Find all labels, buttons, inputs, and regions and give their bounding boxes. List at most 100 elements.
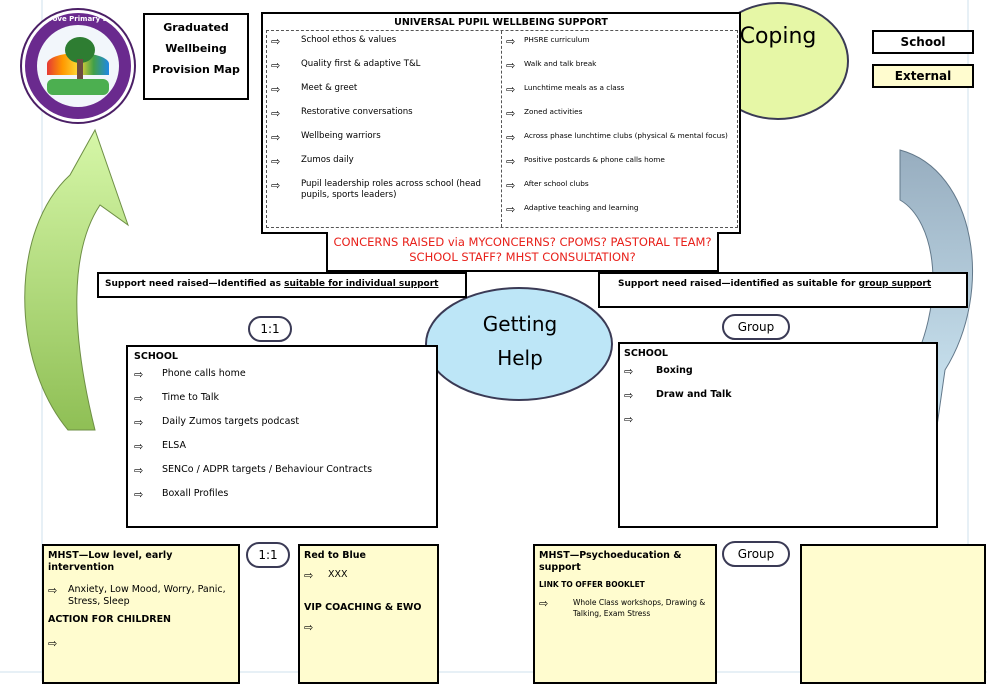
universal-right-item-label: Positive postcards & phone calls home — [524, 155, 665, 164]
arrow-icon: ⇨ — [304, 569, 314, 582]
arrow-icon: ⇨ — [506, 179, 516, 192]
school-group-item-label: Draw and Talk — [656, 389, 732, 400]
school-individual-item-label: Phone calls home — [162, 368, 246, 379]
school-group-box: SCHOOL ⇨Boxing⇨Draw and Talk⇨ — [618, 342, 938, 528]
universal-left-item: ⇨ Pupil leadership roles across school (h… — [271, 179, 501, 201]
universal-left-item: ⇨ Wellbeing warriors — [271, 131, 501, 144]
arrow-icon: ⇨ — [624, 365, 634, 378]
individual-support-header: Support need raised—Identified as suitab… — [97, 272, 467, 298]
arrow-icon: ⇨ — [271, 131, 281, 144]
school-individual-item: ⇨ ELSA — [134, 440, 436, 453]
title-line-2: Wellbeing — [165, 42, 227, 55]
universal-left-item-label: School ethos & values — [301, 35, 397, 45]
universal-right-item: ⇨PHSRE curriculum — [506, 35, 737, 48]
mhst-psycho-title: MHST—Psychoeducation & support — [539, 550, 682, 573]
school-individual-item: ⇨ Phone calls home — [134, 368, 436, 381]
red-blue-title: Red to Blue — [304, 550, 366, 561]
arrow-icon: ⇨ — [271, 179, 281, 192]
universal-right-item-label: Across phase lunchtime clubs (physical &… — [524, 131, 728, 140]
school-individual-list: ⇨Phone calls home⇨Time to Talk⇨Daily Zum… — [134, 368, 436, 501]
title-box: Graduated Wellbeing Provision Map — [143, 13, 249, 100]
school-individual-box: SCHOOL ⇨Phone calls home⇨Time to Talk⇨Da… — [126, 345, 438, 528]
arrow-icon: ⇨ — [134, 368, 144, 381]
arrow-icon: ⇨ — [48, 584, 58, 597]
mhst-low-item: Anxiety, Low Mood, Worry, Panic, Stress,… — [68, 584, 226, 607]
green-cycle-arrow — [24, 128, 129, 431]
red-blue-section: VIP COACHING & EWO — [304, 602, 422, 613]
universal-right-item-label: PHSRE curriculum — [524, 35, 590, 44]
universal-left-item: ⇨Quality first & adaptive T&L — [271, 59, 501, 72]
arrow-icon: ⇨ — [271, 155, 281, 168]
universal-right-item: ⇨ Positive postcards & phone calls home — [506, 155, 737, 168]
arrow-icon: ⇨ — [506, 155, 516, 168]
mhst-psycho-item: Whole Class workshops, Drawing & Talking… — [573, 598, 706, 618]
group-header-prefix: Support need raised—identified as suitab… — [618, 279, 859, 289]
concerns-box: CONCERNS RAISED via MYCONCERNS? CPOMS? P… — [326, 232, 719, 272]
school-individual-item: ⇨Time to Talk — [134, 392, 436, 405]
universal-left-item-label: Wellbeing warriors — [301, 131, 381, 141]
mhst-low-level-box: MHST—Low level, early intervention ⇨ Anx… — [42, 544, 240, 684]
universal-right-item: ⇨ Walk and talk break — [506, 59, 737, 72]
getting-help-line-1: Getting — [482, 312, 558, 336]
arrow-icon: ⇨ — [134, 416, 144, 429]
arrow-icon: ⇨ — [506, 83, 516, 96]
universal-title: UNIVERSAL PUPIL WELLBEING SUPPORT — [394, 17, 608, 28]
universal-left-item-label: Zumos daily — [301, 155, 354, 165]
empty-external-box — [800, 544, 986, 684]
school-individual-item-label: Daily Zumos targets podcast — [162, 416, 300, 427]
arrow-icon: ⇨ — [506, 59, 516, 72]
arrow-icon: ⇨ — [134, 488, 144, 501]
universal-left-item: ⇨Meet & greet — [271, 83, 501, 96]
legend-external: External — [872, 64, 974, 88]
logo-text: Kidsgrove Primary School — [27, 15, 129, 23]
universal-left-column: ⇨ School ethos & values ⇨Quality first & a… — [267, 31, 502, 227]
universal-support-box: UNIVERSAL PUPIL WELLBEING SUPPORT ⇨ Schoo… — [261, 12, 741, 234]
arrow-icon: ⇨ — [539, 597, 549, 610]
legend-school: School — [872, 30, 974, 54]
school-group-item-label: Boxing — [656, 365, 693, 376]
school-individual-title: SCHOOL — [134, 351, 178, 362]
universal-right-item: ⇨Lunchtime meals as a class — [506, 83, 737, 96]
school-individual-item-label: ELSA — [162, 440, 187, 451]
school-group-item: ⇨Draw and Talk — [624, 389, 936, 402]
universal-right-item-label: Walk and talk break — [524, 59, 597, 68]
universal-left-item: ⇨ School ethos & values — [271, 35, 501, 48]
universal-left-item-label: Meet & greet — [301, 83, 358, 93]
universal-right-item-label: Zoned activities — [524, 107, 583, 116]
pill-1to1-top: 1:1 — [248, 316, 292, 342]
individual-header-link: suitable for individual support — [284, 279, 439, 289]
school-individual-item: ⇨ Daily Zumos targets podcast — [134, 416, 436, 429]
red-to-blue-box: Red to Blue ⇨ XXX VIP COACHING & EWO ⇨ — [298, 544, 439, 684]
school-group-list: ⇨ Boxing ⇨Draw and Talk ⇨ — [624, 365, 936, 426]
universal-right-item: ⇨After school clubs — [506, 179, 737, 192]
universal-right-item: ⇨ Across phase lunchtime clubs (physical … — [506, 131, 737, 144]
mhst-psycho-subtitle: LINK TO OFFER BOOKLET — [539, 580, 645, 589]
title-line-1: Graduated — [163, 21, 229, 34]
arrow-icon: ⇨ — [506, 131, 516, 144]
pill-1to1-bottom: 1:1 — [246, 542, 290, 568]
school-group-item: ⇨ — [624, 413, 936, 426]
arrow-icon: ⇨ — [624, 413, 634, 426]
universal-left-item-label: Pupil leadership roles across school (he… — [301, 179, 482, 200]
school-group-item: ⇨ Boxing — [624, 365, 936, 378]
concerns-text: CONCERNS RAISED via MYCONCERNS? CPOMS? P… — [333, 235, 712, 264]
arrow-icon: ⇨ — [271, 35, 281, 48]
arrow-icon: ⇨ — [134, 440, 144, 453]
arrow-icon: ⇨ — [271, 59, 281, 72]
school-individual-item: ⇨SENCo / ADPR targets / Behaviour Contra… — [134, 464, 436, 477]
arrow-icon: ⇨ — [134, 392, 144, 405]
title-line-3: Provision Map — [152, 63, 240, 76]
universal-left-item: ⇨ Zumos daily — [271, 155, 501, 168]
getting-help-label: Getting Help — [470, 307, 570, 375]
red-blue-item: XXX — [328, 569, 348, 580]
group-support-header: Support need raised—identified as suitab… — [598, 272, 968, 308]
mhst-low-title: MHST—Low level, early intervention — [48, 550, 173, 573]
universal-right-column: ⇨PHSRE curriculum⇨Walk and talk break⇨Lu… — [502, 31, 737, 227]
getting-help-bubble — [425, 287, 613, 401]
getting-help-line-2: Help — [497, 346, 543, 370]
universal-left-item-label: Restorative conversations — [301, 107, 413, 117]
arrow-icon: ⇨ — [134, 464, 144, 477]
pill-group-bottom: Group — [722, 541, 790, 567]
pill-group-top: Group — [722, 314, 790, 340]
universal-right-item-label: Adaptive teaching and learning — [524, 203, 639, 212]
